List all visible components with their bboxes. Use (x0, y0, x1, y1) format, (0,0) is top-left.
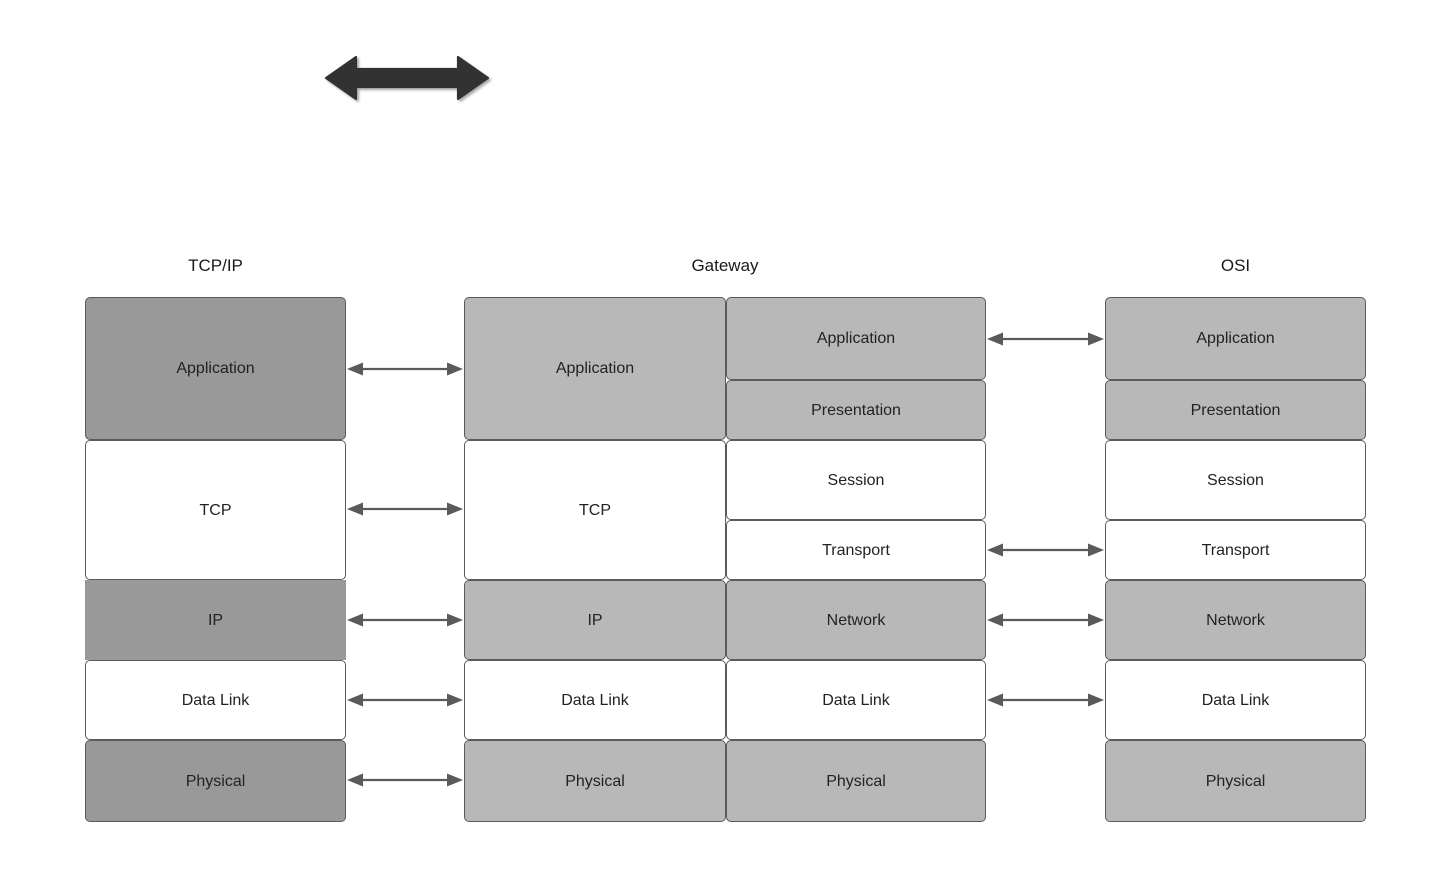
tcpip-layer-data-link[interactable]: Data Link (85, 660, 346, 740)
osi-layer-presentation[interactable]: Presentation (1105, 380, 1366, 440)
gateway-right-layer-physical[interactable]: Physical (726, 740, 986, 822)
tcpip-layer-application[interactable]: Application (85, 297, 346, 440)
gateway-left-layer-data-link[interactable]: Data Link (464, 660, 726, 740)
connector-arrow-data-link-right (987, 693, 1104, 707)
osi-layer-network[interactable]: Network (1105, 580, 1366, 660)
connector-arrow-network-right (987, 613, 1104, 627)
gateway-right-layer-data-link[interactable]: Data Link (726, 660, 986, 740)
connector-arrow-transport-right (987, 543, 1104, 557)
double-headed-arrow-icon (324, 55, 490, 101)
tcpip-layer-ip[interactable]: IP (85, 580, 346, 660)
column-title-osi: OSI (1220, 256, 1251, 275)
osi-layer-physical[interactable]: Physical (1105, 740, 1366, 822)
connector-arrow-application-right (987, 332, 1104, 346)
connector-arrow-data-link-left (347, 693, 463, 707)
gateway-left-layer-tcp[interactable]: TCP (464, 440, 726, 580)
connector-arrow-ip-left (347, 613, 463, 627)
gateway-right-layer-presentation[interactable]: Presentation (726, 380, 986, 440)
osi-layer-session[interactable]: Session (1105, 440, 1366, 520)
osi-layer-transport[interactable]: Transport (1105, 520, 1366, 580)
gateway-right-layer-transport[interactable]: Transport (726, 520, 986, 580)
gateway-right-layer-session[interactable]: Session (726, 440, 986, 520)
gateway-right-layer-application[interactable]: Application (726, 297, 986, 380)
osi-layer-data-link[interactable]: Data Link (1105, 660, 1366, 740)
connector-arrow-application-left (347, 362, 463, 376)
gateway-left-layer-physical[interactable]: Physical (464, 740, 726, 822)
gateway-left-layer-application[interactable]: Application (464, 297, 726, 440)
gateway-right-layer-network[interactable]: Network (726, 580, 986, 660)
tcpip-layer-tcp[interactable]: TCP (85, 440, 346, 580)
tcpip-layer-physical[interactable]: Physical (85, 740, 346, 822)
osi-layer-application[interactable]: Application (1105, 297, 1366, 380)
connector-arrow-tcp-left (347, 502, 463, 516)
column-title-tcpip: TCP/IP (188, 256, 243, 275)
column-title-gateway: Gateway (691, 256, 759, 275)
gateway-left-layer-ip[interactable]: IP (464, 580, 726, 660)
connector-arrow-physical-left (347, 773, 463, 787)
